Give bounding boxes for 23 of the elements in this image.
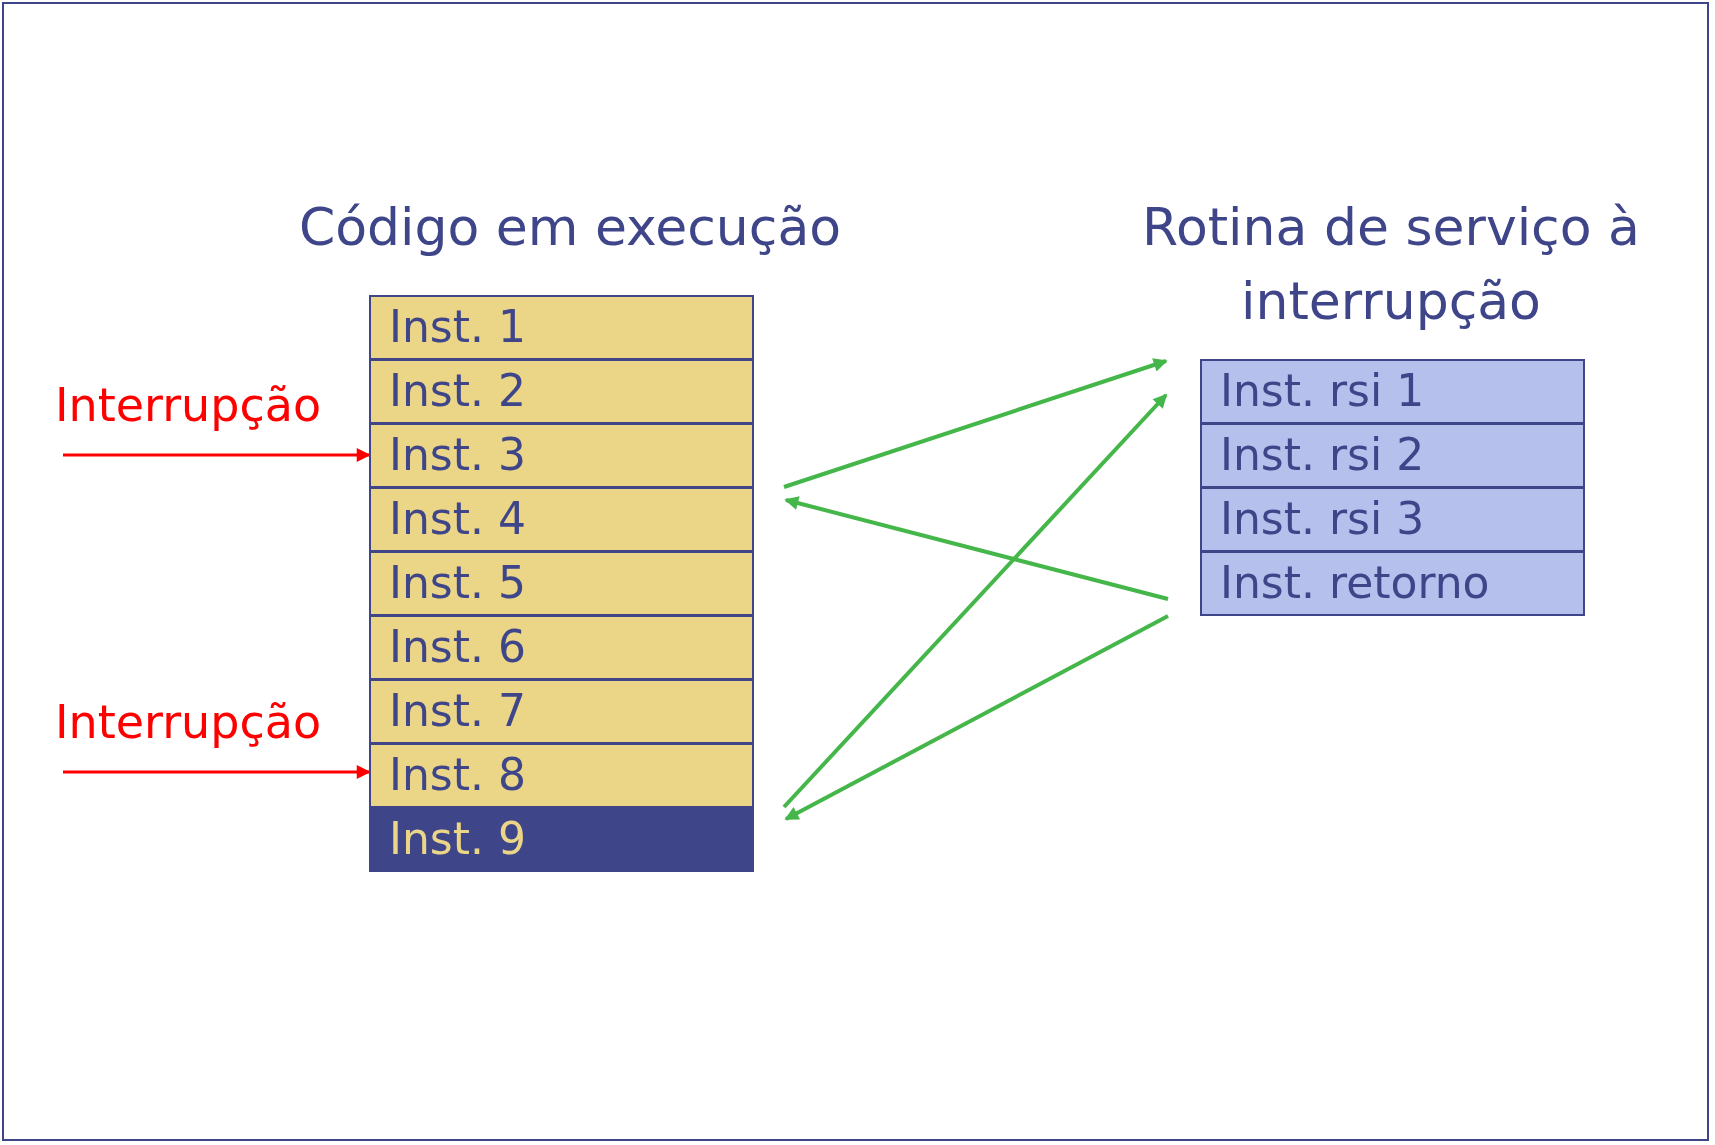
instruction-row: Inst. 2 <box>369 359 754 424</box>
column-heading: Rotina de serviço à interrupção <box>1141 196 1641 333</box>
instruction-row: Inst. 1 <box>369 295 754 360</box>
instruction-row: Inst. 9 <box>369 807 754 872</box>
arrow <box>784 614 1169 821</box>
arrow <box>784 496 1169 601</box>
instruction-row: Inst. rsi 1 <box>1200 359 1585 424</box>
instruction-row: Inst. retorno <box>1200 551 1585 616</box>
instruction-row: Inst. 3 <box>369 423 754 488</box>
instruction-row: Inst. rsi 2 <box>1200 423 1585 488</box>
instruction-row: Inst. 7 <box>369 679 754 744</box>
instruction-row: Inst. 8 <box>369 743 754 808</box>
arrow <box>783 358 1168 489</box>
instruction-row: Inst. 6 <box>369 615 754 680</box>
arrow <box>782 393 1168 809</box>
instruction-row: Inst. 5 <box>369 551 754 616</box>
interrupt-label: Interrupção <box>55 687 355 757</box>
instruction-row: Inst. 4 <box>369 487 754 552</box>
column-heading: Código em execução <box>297 196 843 259</box>
interrupt-label: Interrupção <box>55 370 355 440</box>
arrow <box>63 448 371 462</box>
arrow <box>63 765 371 779</box>
instruction-row: Inst. rsi 3 <box>1200 487 1585 552</box>
